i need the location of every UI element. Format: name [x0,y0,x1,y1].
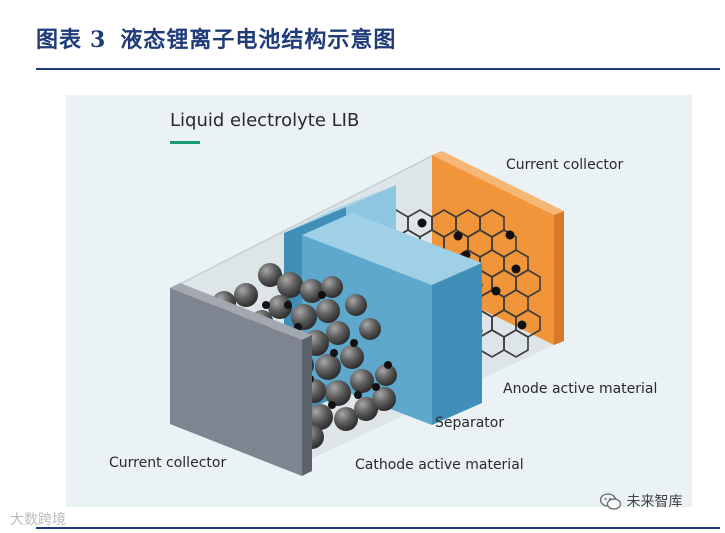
label-anode-active-material: Anode active material [503,381,657,397]
watermark-right: 未来智库 [600,491,682,511]
watermark-right-text: 未来智库 [626,494,683,510]
watermark-left: 大数跨境 [10,509,66,529]
cathode-current-collector [170,288,302,476]
figure-label: 图表 [36,27,83,53]
separator-top [284,185,396,233]
label-current-collector-top: Current collector [506,157,623,173]
wechat-icon [600,493,622,510]
bottom-rule [36,527,720,529]
figure-title: 图表 3 液态锂离子电池结构示意图 [36,22,396,54]
label-separator: Separator [435,415,504,431]
battery-diagram-panel: Liquid electrolyte LIB [66,95,692,507]
battery-diagram: Liquid electrolyte LIB [109,110,657,476]
label-current-collector-bottom: Current collector [109,455,226,471]
watermark-left-text: 大数跨境 [10,512,66,528]
heading-accent-bar [170,141,200,144]
figure-number: 3 [90,27,107,53]
diagram-heading: Liquid electrolyte LIB [170,110,359,131]
title-rule [36,68,720,70]
figure-caption: 液态锂离子电池结构示意图 [120,27,397,53]
label-cathode-active-material: Cathode active material [355,457,524,473]
